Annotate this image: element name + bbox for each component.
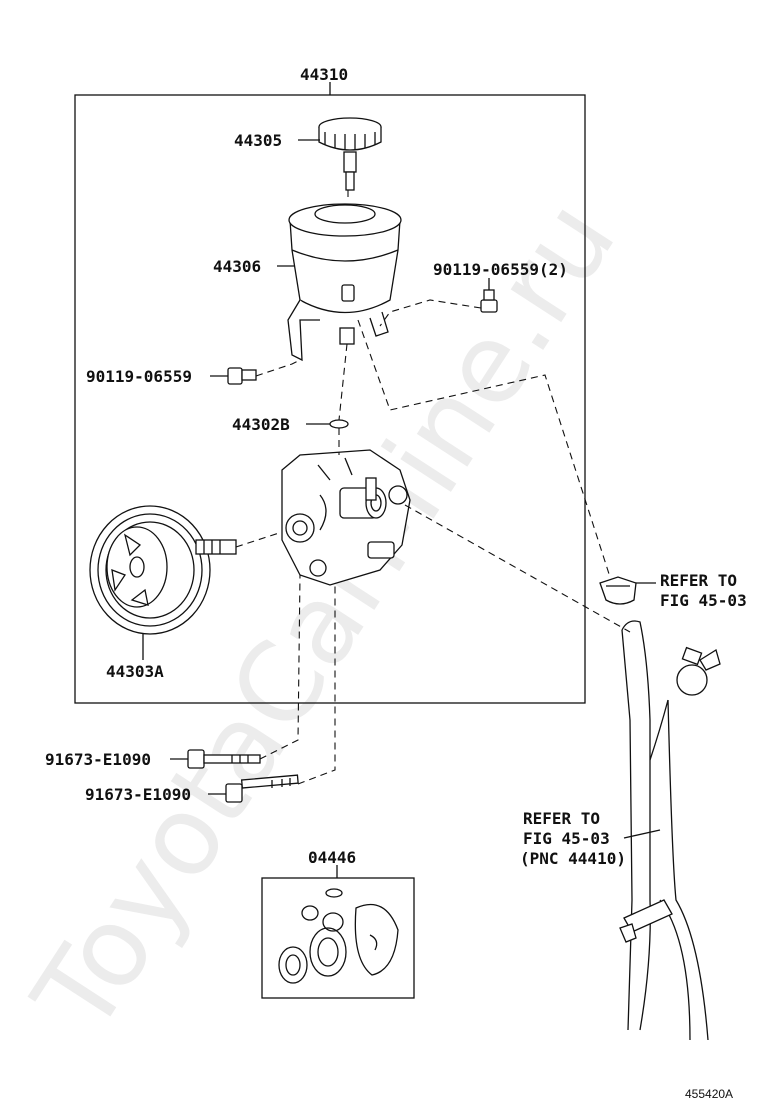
label-refer-2c[interactable]: (PNC 44410) xyxy=(520,849,626,868)
label-90119-06559[interactable]: 90119-06559 xyxy=(86,367,192,386)
pump-body[interactable] xyxy=(281,449,411,586)
hose-clip[interactable] xyxy=(599,576,637,605)
bolt-right[interactable] xyxy=(480,289,498,313)
label-refer-1a[interactable]: REFER TO xyxy=(660,571,737,590)
bolt-lower-1[interactable] xyxy=(187,749,261,769)
kit-box xyxy=(261,877,415,999)
assembly-guide-lines xyxy=(235,190,631,785)
label-91673-e1090-2[interactable]: 91673-E1090 xyxy=(85,785,191,804)
gasket-kit[interactable] xyxy=(278,888,399,984)
pressure-hose[interactable] xyxy=(619,620,721,1041)
pulley[interactable] xyxy=(89,505,237,635)
reservoir[interactable] xyxy=(287,203,402,362)
label-refer-2a[interactable]: REFER TO xyxy=(523,809,600,828)
label-refer-1b[interactable]: FIG 45-03 xyxy=(660,591,747,610)
figure-code: 455420A xyxy=(685,1087,733,1101)
reservoir-cap[interactable] xyxy=(318,117,382,191)
bolt-left[interactable] xyxy=(227,367,257,385)
label-04446[interactable]: 04446 xyxy=(308,848,356,867)
label-44302b[interactable]: 44302B xyxy=(232,415,290,434)
o-ring[interactable] xyxy=(329,419,349,429)
label-44310[interactable]: 44310 xyxy=(300,65,348,84)
label-44306[interactable]: 44306 xyxy=(213,257,261,276)
label-90119-06559-2[interactable]: 90119-06559(2) xyxy=(433,260,568,279)
bolt-lower-2[interactable] xyxy=(225,774,299,803)
label-91673-e1090-1[interactable]: 91673-E1090 xyxy=(45,750,151,769)
label-44305[interactable]: 44305 xyxy=(234,131,282,150)
label-refer-2b[interactable]: FIG 45-03 xyxy=(523,829,610,848)
label-44303a[interactable]: 44303A xyxy=(106,662,164,681)
